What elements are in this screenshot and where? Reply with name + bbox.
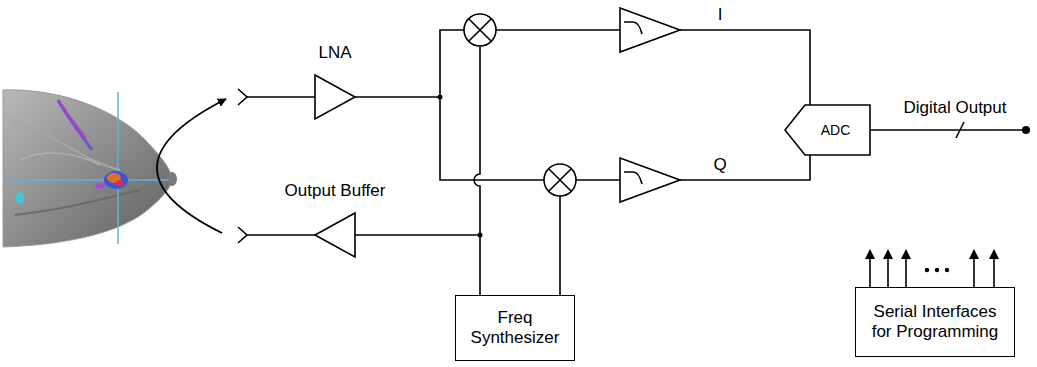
output-label: Digital Output xyxy=(902,98,1009,118)
wave-arrow xyxy=(157,99,226,233)
block-label: LNA xyxy=(318,43,351,63)
block-label: Output Buffer xyxy=(285,181,386,201)
signal-label: Q xyxy=(711,155,728,175)
interface-box: Serial Interfaces for Programming xyxy=(855,287,1015,357)
signal-connector xyxy=(355,235,480,295)
adc-block: ADC xyxy=(785,105,870,155)
signal-wires xyxy=(238,8,1025,295)
buffer-triangle: Output Buffer xyxy=(315,213,355,257)
dots-and-heads xyxy=(438,95,1031,273)
block-text: Serial Interfaces for Programming xyxy=(866,302,1004,342)
block-text: ADC xyxy=(821,122,851,138)
shape-outline xyxy=(315,213,355,257)
breast-image xyxy=(3,90,177,247)
shape-outline xyxy=(315,75,355,119)
block-text: Freq Synthesizer xyxy=(466,308,564,348)
synthesizer-box: Freq Synthesizer xyxy=(455,295,575,361)
amplifier-triangle: LNA xyxy=(315,75,355,119)
signal-label: I xyxy=(716,5,725,25)
